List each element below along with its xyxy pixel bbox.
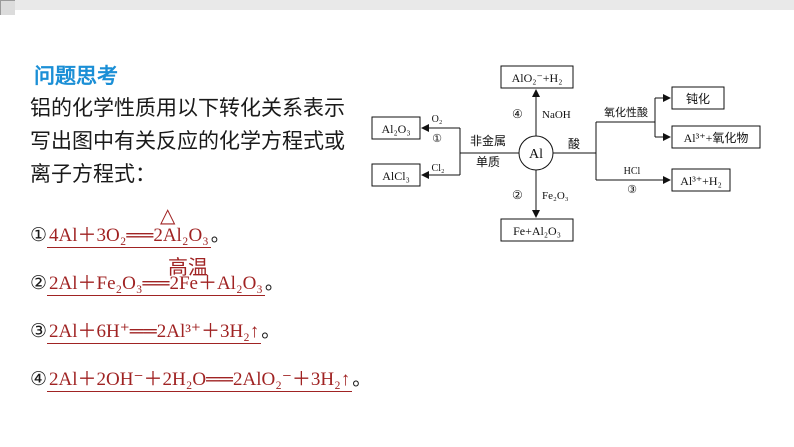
section-heading: 问题思考: [34, 64, 118, 88]
bottom-reagent: Fe₂O₃: [542, 190, 569, 202]
ox-box-2: [671, 125, 761, 149]
equation-text: 2Al＋2OH⁻＋2H₂O══2AlO₂⁻＋3H₂↑: [47, 364, 353, 392]
left-box-bottom-label: AlCl₃: [382, 169, 410, 183]
ox-label: 氧化性酸: [604, 105, 648, 119]
left-bottom-reagent: Cl₂: [432, 163, 445, 174]
equation-number: ②: [30, 272, 48, 294]
corner-mark: [0, 0, 15, 15]
equation-number: ④: [30, 368, 48, 390]
left-label-1: 非金属: [470, 133, 506, 148]
bottom-box-label: Fe+Al₂O₃: [513, 224, 561, 238]
hcl-box-label: Al³⁺+H₂: [680, 174, 722, 188]
top-bar: [0, 0, 794, 10]
equation-number: ①: [30, 224, 48, 246]
left-box-top-label: Al₂O₃: [381, 122, 410, 136]
top-box-label: AlO₂⁻+H₂: [512, 71, 563, 85]
bottom-mark: ②: [512, 188, 523, 202]
left-top-mark: ①: [432, 133, 442, 145]
ox-box-2-label: Al³⁺+氧化物: [684, 131, 749, 145]
ox-box-1: [671, 86, 725, 110]
reaction-condition: 高温: [168, 255, 208, 279]
center-label: Al: [529, 147, 543, 162]
intro-text: 铝的化学性质用以下转化关系表示写出图中有关反应的化学方程式或离子方程式：: [30, 96, 345, 186]
left-box-top: [371, 116, 421, 140]
hcl-label: HCl: [624, 166, 641, 177]
equation-text: 2Al＋Fe₂O₃══2Fe＋Al₂O₃: [47, 268, 265, 296]
top-box: [500, 65, 574, 89]
bottom-box: [500, 218, 574, 242]
reaction-condition: △: [160, 203, 176, 227]
right-label: 酸: [568, 136, 580, 151]
top-reagent: NaOH: [542, 109, 571, 121]
left-top-reagent: O₂: [432, 114, 443, 125]
hcl-box: [671, 168, 731, 192]
ox-box-1-label: 钝化: [686, 92, 710, 106]
top-mark: ④: [512, 107, 523, 121]
equation-text: 2Al＋6H⁺══2Al³⁺＋3H₂↑: [47, 316, 262, 344]
equation-text: 4Al＋3O₂══2Al₂O₃: [47, 220, 211, 248]
equation-number: ③: [30, 320, 48, 342]
left-label-2: 单质: [476, 155, 500, 169]
hcl-mark: ③: [627, 184, 637, 196]
left-box-bottom: [371, 163, 421, 187]
